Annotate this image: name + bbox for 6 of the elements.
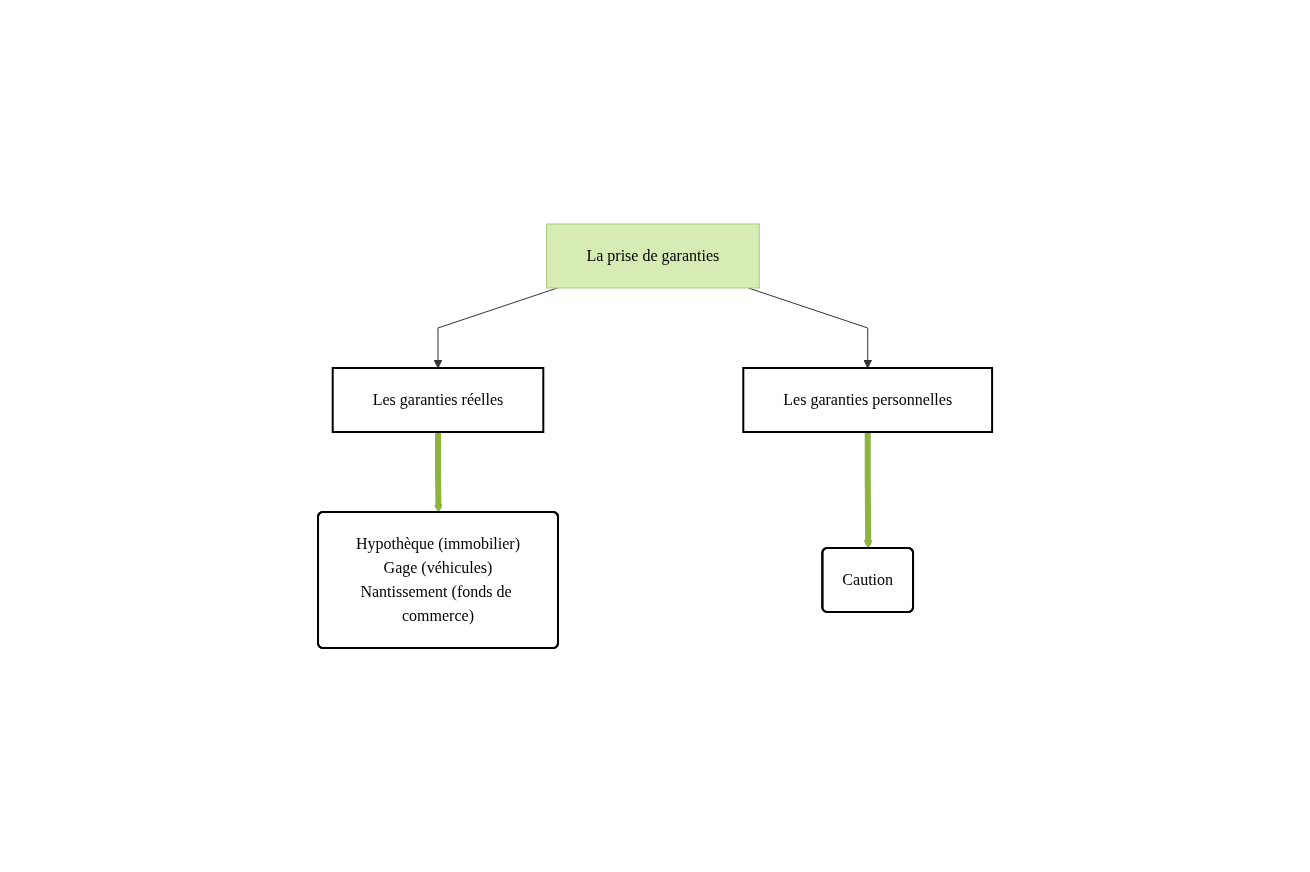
arrow [863,432,873,549]
node-box: Les garanties réelles [331,367,545,433]
node-box: La prise de garanties [545,223,760,289]
node-text: Hypothèque (immobilier) Gage (véhicules) Nantissement (fonds de commerce) [355,534,520,624]
arrow [433,432,443,513]
node-box: Les garanties personnelles [742,367,994,433]
